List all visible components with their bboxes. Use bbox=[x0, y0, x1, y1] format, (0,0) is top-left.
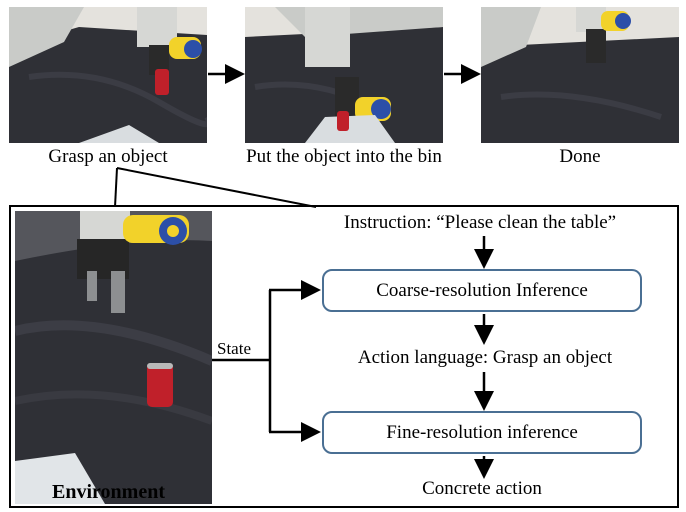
concrete-action-text: Concrete action bbox=[422, 478, 542, 499]
fine-inference-box: Fine-resolution inference bbox=[322, 411, 642, 454]
step-photo-done bbox=[481, 7, 679, 143]
action-language-text: Action language: Grasp an object bbox=[357, 347, 613, 368]
caption-put-in-bin: Put the object into the bin bbox=[246, 146, 442, 167]
environment-photo bbox=[15, 211, 212, 504]
zoom-line-right bbox=[116, 167, 317, 208]
zoom-line-left bbox=[114, 167, 118, 208]
step-photo-put-in-bin bbox=[245, 7, 443, 143]
coarse-inference-box: Coarse-resolution Inference bbox=[322, 269, 642, 312]
instruction-text: Instruction: “Please clean the table” bbox=[343, 212, 617, 233]
caption-done: Done bbox=[559, 146, 601, 167]
state-label: State bbox=[217, 339, 251, 358]
detail-frame bbox=[9, 205, 679, 508]
environment-label: Environment bbox=[52, 481, 165, 503]
fine-inference-label: Fine-resolution inference bbox=[386, 421, 578, 443]
step-photo-grasp bbox=[9, 7, 207, 143]
caption-grasp: Grasp an object bbox=[48, 146, 168, 167]
coarse-inference-label: Coarse-resolution Inference bbox=[376, 279, 588, 301]
